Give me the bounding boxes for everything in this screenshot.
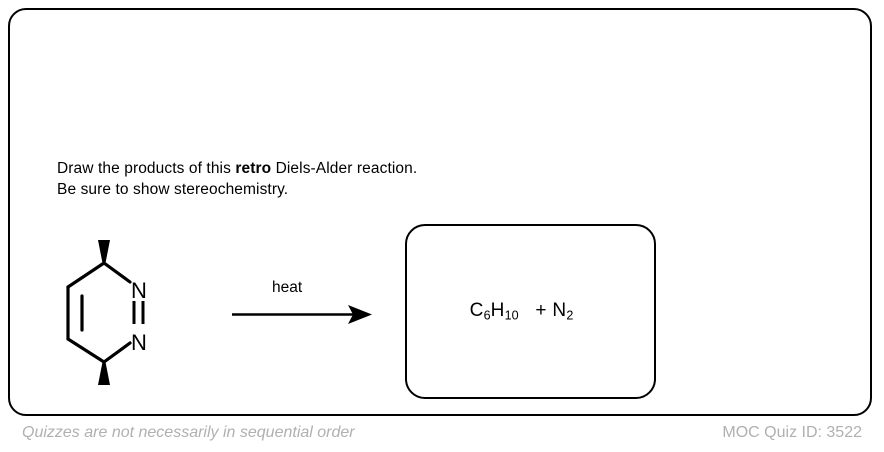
product-hydrogen-count: 10: [504, 308, 519, 323]
product-formula: C6H10 + N2: [470, 300, 574, 323]
answer-content: C6H10 + N2: [407, 226, 654, 397]
prompt-line-1-after: Diels-Alder reaction.: [271, 160, 418, 177]
question-prompt: Draw the products of this retro Diels-Al…: [57, 158, 617, 200]
answer-box[interactable]: C6H10 + N2: [405, 224, 656, 399]
prompt-line-1: Draw the products of this retro Diels-Al…: [57, 158, 617, 179]
prompt-emphasis-retro: retro: [235, 160, 272, 177]
footer-quiz-id: MOC Quiz ID: 3522: [722, 424, 862, 441]
product-carbon-count: 6: [483, 308, 491, 323]
product-carbon-symbol: C: [469, 300, 484, 322]
plus-sign: +: [535, 300, 547, 322]
prompt-line-1-before: Draw the products of this: [57, 160, 236, 177]
product-hydrogen-symbol: H: [490, 300, 505, 322]
footer-note: Quizzes are not necessarily in sequentia…: [22, 424, 355, 441]
formula-spacer: [519, 300, 536, 321]
prompt-line-2: Be sure to show stereochemistry.: [57, 181, 289, 198]
product-nitrogen-count: 2: [566, 308, 574, 323]
product-nitrogen-symbol: N: [552, 300, 567, 322]
reaction-condition-heat: heat: [272, 279, 303, 296]
